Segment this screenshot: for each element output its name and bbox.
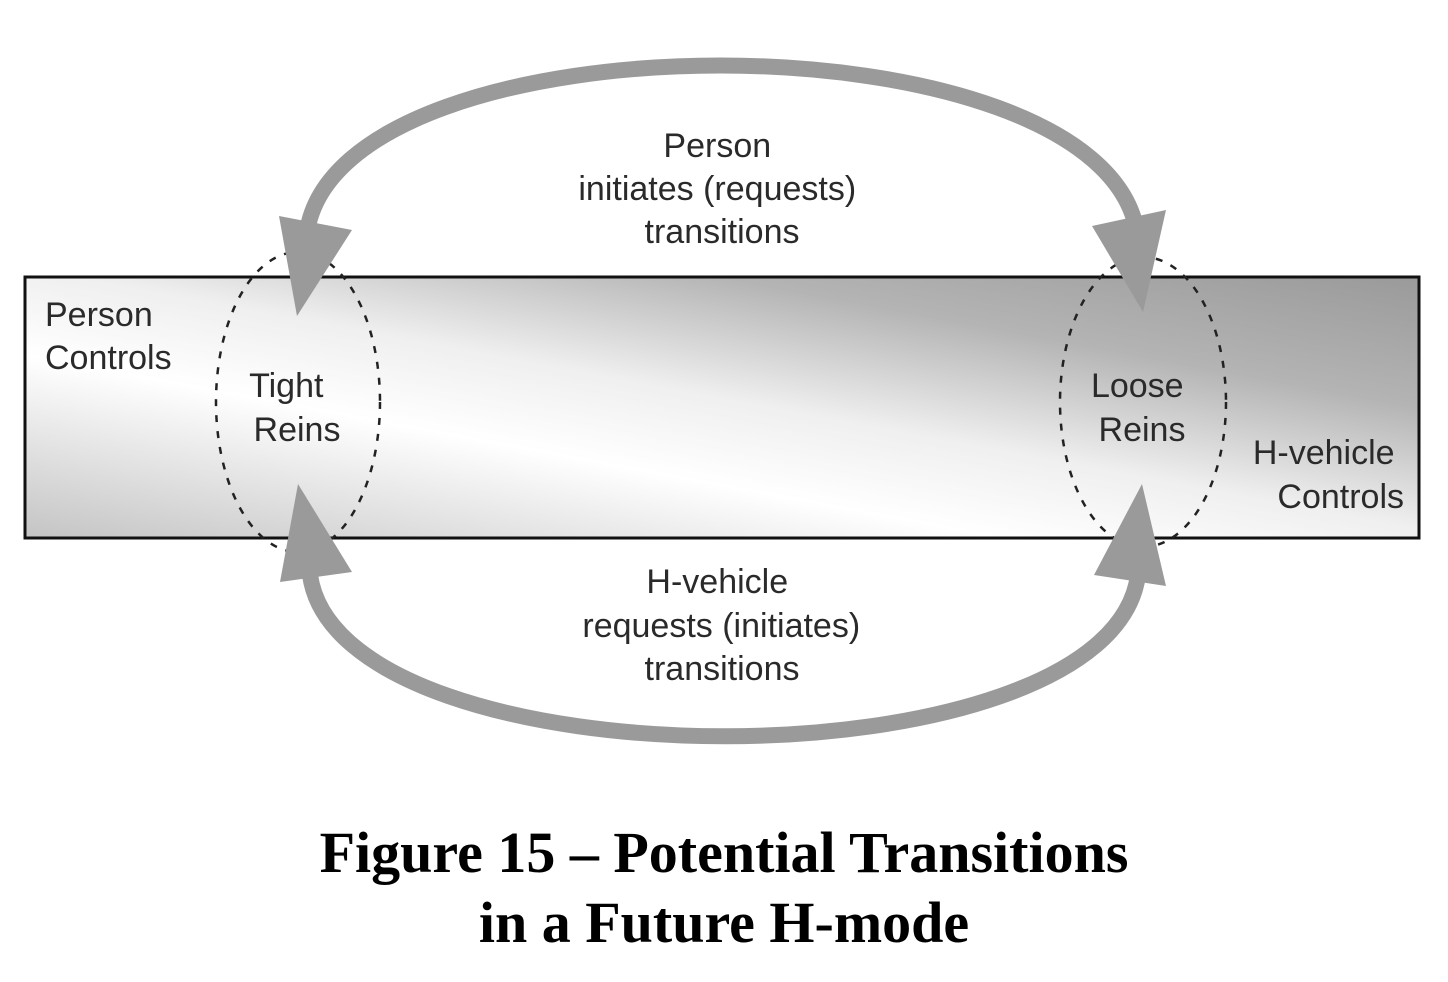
bottom-left-arrowhead bbox=[280, 484, 352, 582]
tight-reins-ellipse bbox=[214, 250, 382, 554]
control-spectrum-bar bbox=[23, 275, 1421, 540]
top-left-arrowhead bbox=[279, 216, 352, 316]
tight-reins-label: Tight Reins bbox=[249, 367, 340, 449]
caption-line-1: Figure 15 – Potential Transitions bbox=[319, 820, 1129, 885]
bottom-right-arrowhead bbox=[1094, 484, 1166, 586]
h-vehicle-controls-label: H-vehicle Controls bbox=[1253, 434, 1404, 516]
top-transition-arrow bbox=[279, 57, 1166, 316]
figure-caption: Figure 15 – Potential Transitions in a F… bbox=[0, 818, 1448, 958]
bottom-transition-label: H-vehicle requests (initiates) transitio… bbox=[582, 563, 869, 688]
top-right-arrowhead bbox=[1092, 210, 1166, 312]
person-controls-label: Person Controls bbox=[45, 296, 172, 377]
loose-reins-label: Loose Reins bbox=[1091, 367, 1193, 449]
bottom-transition-arrow bbox=[280, 484, 1166, 745]
caption-line-2: in a Future H-mode bbox=[478, 890, 970, 955]
top-transition-label: Person initiates (requests) transitions bbox=[578, 127, 865, 251]
